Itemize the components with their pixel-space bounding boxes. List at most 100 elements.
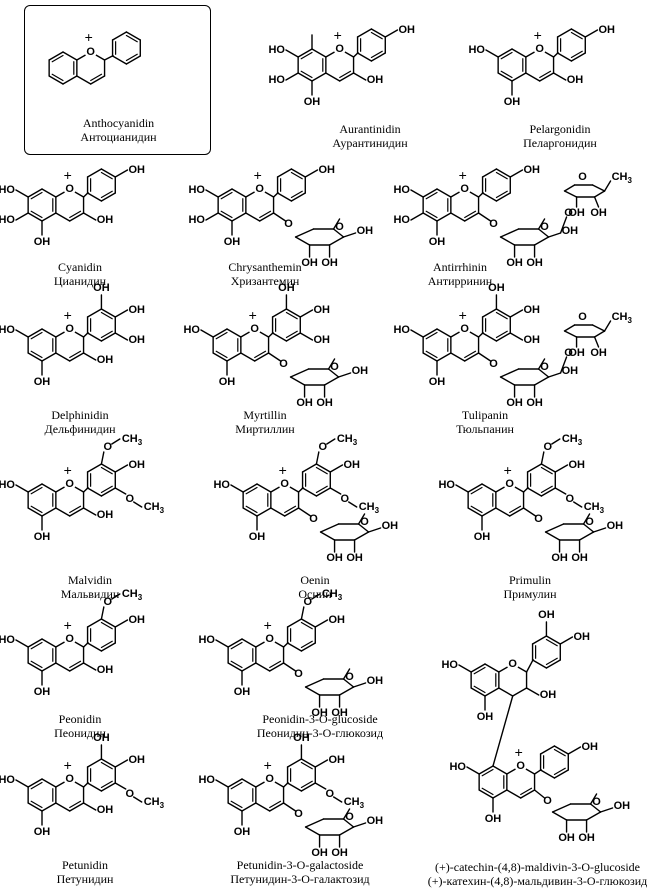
sugar-ring-line <box>323 376 340 386</box>
oxonium-oxygen-label: O <box>65 183 74 195</box>
sugar-ring-line <box>304 686 321 696</box>
sugar-ring-oxygen-label: O <box>585 516 594 528</box>
ring-bond-line <box>470 687 486 697</box>
ring-bond-line <box>290 192 306 202</box>
methyl-label: CH3 <box>144 501 165 515</box>
malvidin-hydroxyl-label: HO <box>449 761 466 773</box>
sugar-ring-line <box>499 236 516 246</box>
double-bond-line <box>30 800 43 809</box>
double-bond-line <box>509 505 522 514</box>
substituent-bond-line <box>100 451 105 465</box>
catechin-b-hydroxyl-label: OH <box>538 609 555 621</box>
sugar-ch2oh-bond-line <box>592 527 607 533</box>
methyl-label: CH3 <box>122 588 143 602</box>
a-ring-hydroxyl-label: HO <box>188 214 205 226</box>
ring-bond-line <box>285 332 301 342</box>
sugar-ring-line <box>544 523 565 533</box>
compound-name-ru: Хризантемин <box>230 274 300 288</box>
sugar-ring-line <box>332 228 345 238</box>
glycosidic-oxygen-label: O <box>279 358 288 370</box>
compound-name-en: Peonidin <box>58 712 102 726</box>
sugar-oh-label: OH <box>506 257 523 269</box>
compound-name-ru: Пеонидин <box>54 726 106 740</box>
b-ring-hydroxyl-label: OH <box>523 164 540 176</box>
c3-hydroxyl-label: OH <box>97 214 114 226</box>
b-ring-hydroxyl-label: OH <box>313 334 330 346</box>
methoxy-oxygen-label: O <box>125 493 134 505</box>
double-bond-line <box>540 466 553 475</box>
ring-bond-line <box>41 483 57 493</box>
a-ring-hydroxyl-label: OH <box>34 686 51 698</box>
substituent-bond-line <box>314 759 329 768</box>
positive-charge-label: + <box>85 29 93 45</box>
malvidin-b-hydroxyl-label: OH <box>581 741 598 753</box>
b-ring-hydroxyl-label: OH <box>568 459 585 471</box>
double-bond-line <box>245 505 258 514</box>
ring-bond-line <box>467 483 483 493</box>
methoxy-bond-line <box>133 501 143 508</box>
substituent-bond-line <box>114 619 129 628</box>
substituent-bond-line <box>384 29 399 38</box>
ring-bond-line <box>495 507 511 517</box>
double-bond-line <box>69 210 82 219</box>
ring-bond-line <box>300 618 316 628</box>
double-bond-line <box>125 34 138 43</box>
ring-bond-line <box>498 687 514 697</box>
oxonium-oxygen-label: O <box>460 323 469 335</box>
substituent-bond-line <box>329 487 342 495</box>
catechin-hydroxyl-label: OH <box>477 711 494 723</box>
substituent-bond-line <box>458 664 472 673</box>
compound-name-en: Aurantinidin <box>339 122 401 136</box>
double-bond-line <box>545 638 558 647</box>
compound-name-en: Petunidin-3-O-galactoside <box>236 858 364 872</box>
sugar-ch2oh-label: OH <box>614 800 631 812</box>
double-bond-line <box>300 51 313 60</box>
double-bond-line <box>69 505 82 514</box>
positive-charge-label: + <box>264 757 272 773</box>
sugar-ring-oxygen-label: O <box>360 516 369 528</box>
oxonium-mask <box>84 46 97 58</box>
compound-name-ru: Примулин <box>503 587 557 601</box>
positive-charge-label: + <box>504 462 512 478</box>
ring-bond-line <box>111 55 128 65</box>
sugar-oh-label: OH <box>346 552 363 564</box>
methoxy-bond-line <box>348 501 358 508</box>
ring-bond-line <box>86 308 103 318</box>
ring-bond-line <box>86 782 103 792</box>
ring-bond-line <box>556 52 573 62</box>
glycosidic-bond-line <box>282 802 297 812</box>
oxonium-mask <box>533 43 546 55</box>
sugar-ring-line <box>499 368 520 378</box>
b-ring-hydroxyl-label: OH <box>398 24 415 36</box>
sugar-ring-line <box>357 523 370 533</box>
methyl-label: CH3 <box>562 433 583 447</box>
sugar-oh-label: OH <box>301 257 318 269</box>
positive-charge-label: + <box>459 167 467 183</box>
methoxy-bond-line <box>326 438 336 445</box>
oxonium-oxygen-label: O <box>65 773 74 785</box>
substituent-bond-line <box>15 212 29 221</box>
double-bond-line <box>100 190 113 199</box>
glycosidic-bond-line <box>297 507 312 517</box>
double-bond-line <box>290 171 303 180</box>
a-ring-hydroxyl-label: HO <box>0 479 15 491</box>
sugar-ch2-bond-line <box>537 358 546 370</box>
ring-bond-line <box>285 308 301 318</box>
ring-bond-line <box>422 352 438 362</box>
substituent-bond-line <box>100 606 105 620</box>
ring-bond-line <box>255 802 271 812</box>
ring-bond-line <box>545 635 561 645</box>
sugar-oh-label: OH <box>321 257 338 269</box>
methyl-label: CH3 <box>337 433 358 447</box>
substituent-bond-line <box>584 29 599 38</box>
ring-bond-line <box>55 352 71 362</box>
ring-bond-line <box>86 618 103 628</box>
ring-bond-line <box>69 352 85 362</box>
